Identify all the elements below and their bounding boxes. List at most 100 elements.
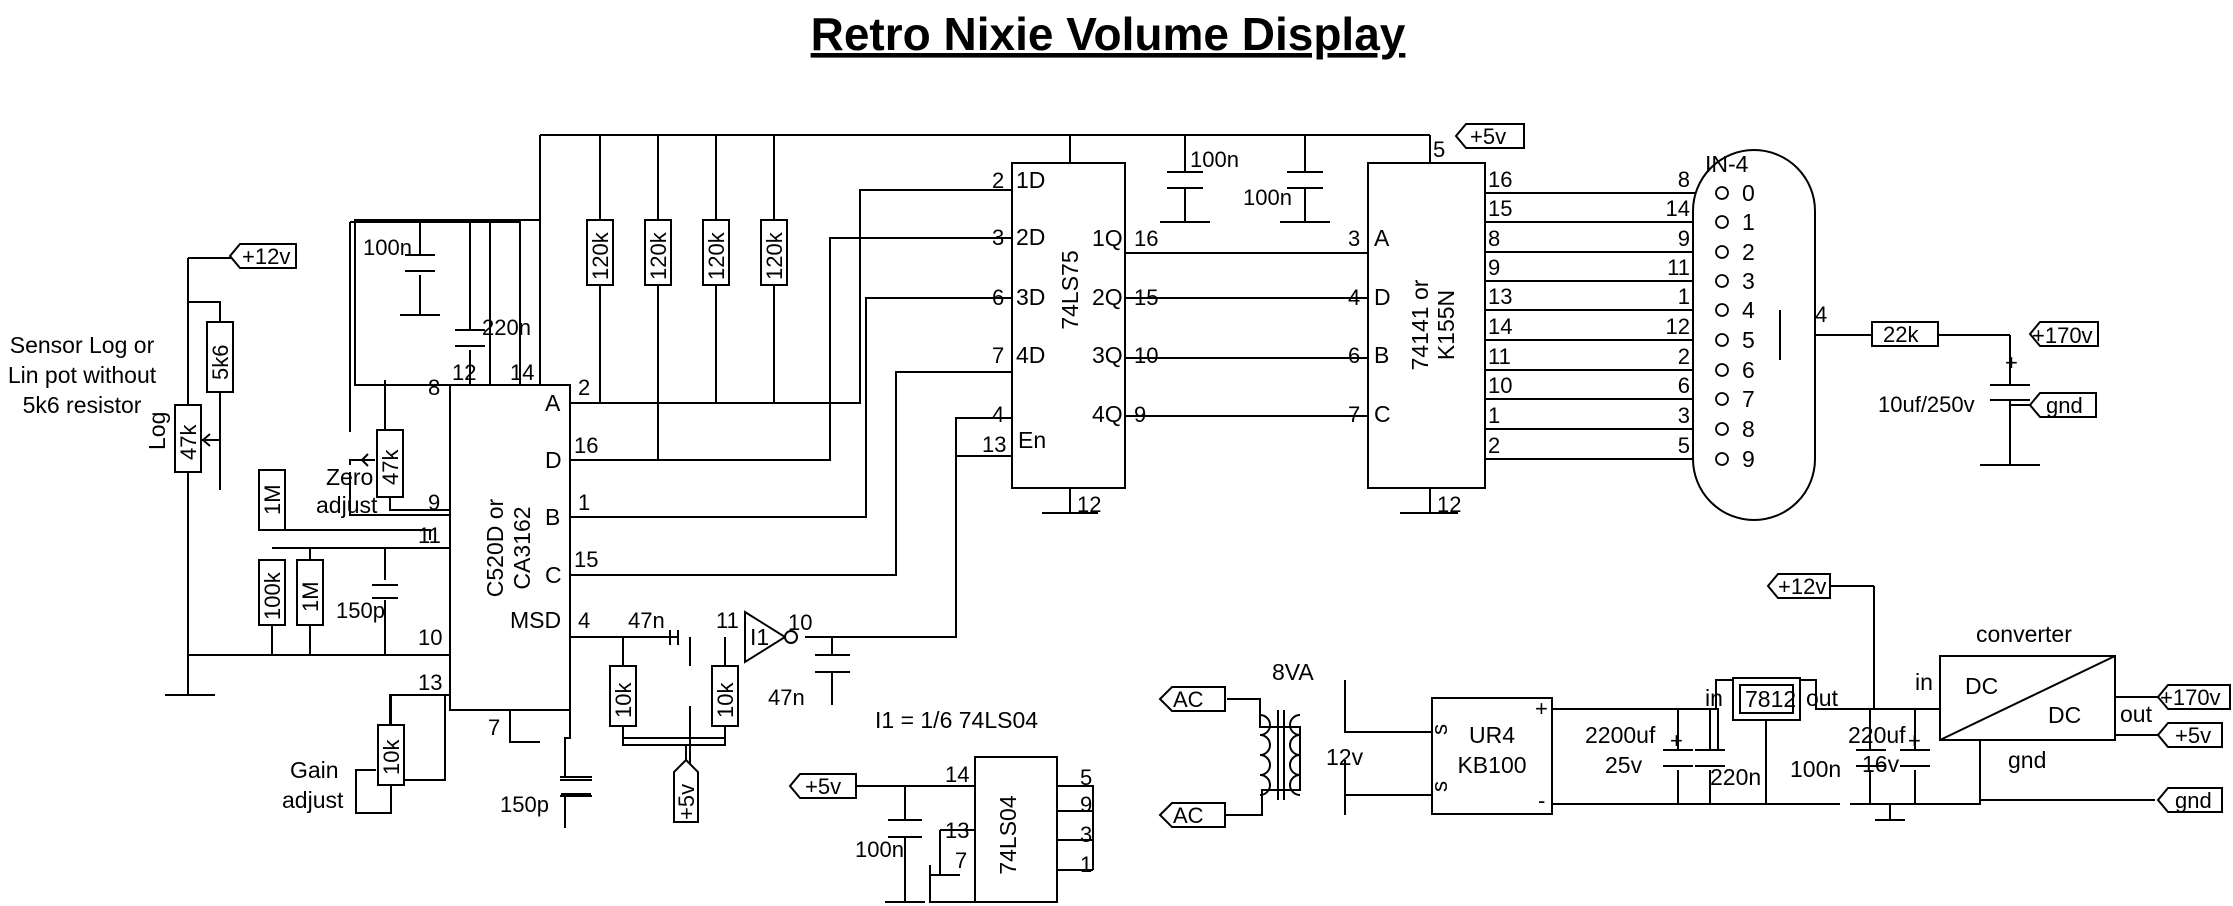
supply-label: +5v [674, 784, 699, 820]
cap-plus: + [2005, 350, 2018, 375]
u1-pin: 15 [574, 547, 598, 572]
u2-pin-name: 1D [1016, 167, 1045, 193]
u2-pin-name: 4D [1016, 342, 1045, 368]
pullup-label: 120k [762, 231, 787, 280]
ic-u4: 74LS04 +5v 14 13 7 100n 5 9 3 1 [788, 756, 1094, 903]
nixie-pin-number: 14 [1666, 196, 1690, 221]
cap-label: 220n [1710, 764, 1761, 790]
u4-pin: 7 [955, 848, 967, 873]
supply-label: gnd [2046, 393, 2083, 418]
u2-pin: 12 [1077, 492, 1101, 517]
u1-pin: 1 [578, 490, 590, 515]
u3-pin-name: D [1374, 284, 1391, 310]
u3-out-pin: 1 [1488, 403, 1500, 428]
nixie-cathode-pin [1715, 186, 1729, 200]
pullup-label: 120k [588, 231, 613, 280]
bridge-name-1: UR4 [1469, 722, 1515, 748]
power-supply: AC AC 8VA 12v UR4 KB100 + - s s + 2200uf… [1158, 573, 2231, 828]
converter-label: converter [1976, 621, 2072, 647]
nixie-cathode-pin [1715, 274, 1729, 288]
u1-pin: 11 [418, 523, 441, 548]
nixie-pin-number: 11 [1667, 255, 1690, 280]
inverter-label: I1 [750, 624, 769, 650]
nixie-digit: 9 [1742, 446, 1755, 472]
nixie-pin-number: 5 [1678, 433, 1690, 458]
ic-u2: 74LS75 2 3 6 7 4 13 1D 2D 3D 4D En 1Q 2Q… [982, 162, 1158, 517]
sensor-text-2: Lin pot without [8, 362, 157, 388]
inverter-note: I1 = 1/6 74LS04 [875, 707, 1038, 733]
u3-out-pin: 8 [1488, 226, 1500, 251]
r-label: 10k [611, 682, 636, 718]
u2-pin: 7 [992, 343, 1004, 368]
cap-label: 100n [1190, 147, 1239, 172]
pullup-label: 120k [704, 231, 729, 280]
u1-pin-name: A [545, 390, 561, 416]
pullup-resistor [760, 219, 788, 286]
supply-label: +12v [242, 244, 290, 269]
nixie-label: IN-4 [1705, 151, 1749, 177]
u4-pin: 13 [945, 818, 969, 843]
nixie-digit: 3 [1742, 268, 1755, 294]
u2-pin-name: En [1018, 427, 1046, 453]
nixie-digit: 8 [1742, 416, 1755, 442]
cap-label-2: 25v [1605, 752, 1643, 778]
nixie-cathode-pin [1715, 333, 1729, 347]
inverter-pin: 10 [788, 610, 812, 635]
u1-pin: 13 [418, 670, 442, 695]
transformer-power: 8VA [1272, 659, 1314, 685]
u3-pin-name: B [1374, 342, 1389, 368]
r-label: 10k [379, 739, 404, 775]
u2-pin-name: 3D [1016, 284, 1045, 310]
r-label: 47k [176, 424, 201, 460]
u1-pin-name: B [545, 504, 560, 530]
u4-pin: 9 [1080, 792, 1092, 817]
anode-network: 22k + 10uf/250v +170v gnd [1871, 321, 2099, 418]
u3-pin: 4 [1348, 285, 1360, 310]
nixie-pin-number: 9 [1678, 226, 1690, 251]
u1-pin: 2 [578, 375, 590, 400]
u2-pin: 13 [982, 432, 1006, 457]
r-label: 1M [260, 484, 285, 515]
r-label: 5k6 [208, 345, 233, 380]
r-label: 47k [378, 449, 403, 485]
u2-pin: 2 [992, 168, 1004, 193]
r-label: 22k [1883, 322, 1919, 347]
nixie-pin-number: 3 [1678, 403, 1690, 428]
nixie-cathode-pin [1715, 363, 1729, 377]
cap-plus: + [1908, 728, 1921, 753]
u3-out-pin: 10 [1488, 373, 1512, 398]
rail-capacitors: 100n 100n [1167, 147, 1323, 210]
nixie-pin-number: 2 [1678, 344, 1690, 369]
u3-out-pin: 16 [1488, 167, 1512, 192]
nixie-digit: 7 [1742, 386, 1755, 412]
sensor-network: +12v Sensor Log or Lin pot without 5k6 r… [8, 235, 531, 814]
u3-out-pin: 11 [1488, 344, 1511, 369]
u1-pin: 4 [578, 608, 590, 633]
u4-pin: 3 [1080, 822, 1092, 847]
nixie-cathode-pin [1715, 303, 1729, 317]
nixie-pin-number: 12 [1666, 314, 1690, 339]
gain-text-2: adjust [282, 787, 344, 813]
u2-pin-name: 2D [1016, 224, 1045, 250]
r-label: 10k [713, 682, 738, 718]
conv-out: out [2120, 701, 2153, 727]
cap-label: 150p [500, 792, 549, 817]
nixie-cathode-pin [1715, 422, 1729, 436]
nixie-digit: 1 [1742, 209, 1755, 235]
inverter-pin: 11 [716, 608, 739, 633]
u2-pin-name: 1Q [1092, 225, 1123, 251]
cap-label-1: 220uf [1848, 722, 1906, 748]
pullup-resistor [586, 219, 614, 286]
supply-label: +170v [2160, 685, 2221, 710]
u3-pin: 3 [1348, 226, 1360, 251]
nixie-digit: 4 [1742, 297, 1755, 323]
ic-u3: 74141 or K155N 3 4 6 7 A D B C 5 12 16 1… [1348, 137, 1512, 517]
u3-out-pin: 2 [1488, 433, 1500, 458]
cap-label: 150p [336, 598, 385, 623]
nixie-digit: 0 [1742, 180, 1755, 206]
u4-pin: 5 [1080, 765, 1092, 790]
page-title: Retro Nixie Volume Display [811, 8, 1406, 60]
